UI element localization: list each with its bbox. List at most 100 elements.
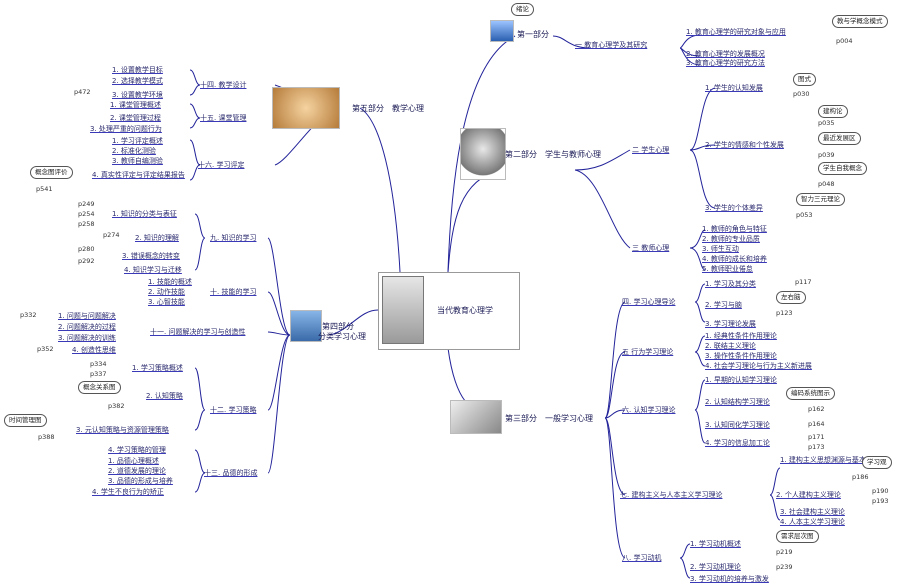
c11-item-1[interactable]: 1. 问题与问题解决 bbox=[58, 312, 116, 320]
ch16-label[interactable]: 十六. 学习评定 bbox=[198, 161, 245, 169]
ch2-label[interactable]: 二 学生心理 bbox=[632, 146, 670, 154]
c6-p2: p164 bbox=[808, 420, 825, 428]
part4-label-2[interactable]: 分类学习心理 bbox=[318, 332, 366, 341]
c5-item-3[interactable]: 3. 操作性条件作用理论 bbox=[705, 352, 777, 360]
c14-item-2[interactable]: 2. 选择教学模式 bbox=[112, 77, 163, 85]
c4-item-1[interactable]: 1. 学习及其分类 bbox=[705, 280, 756, 288]
c12-item-3[interactable]: 3. 元认知策略与资源管理策略 bbox=[76, 426, 169, 434]
c13-item-0[interactable]: 4. 学习策略的管理 bbox=[108, 446, 166, 454]
ch8-label[interactable]: 八. 学习动机 bbox=[622, 554, 662, 562]
p2-b5: 智力三元理论 bbox=[796, 193, 845, 206]
p2-p2a: p035 bbox=[818, 119, 835, 127]
flower-image bbox=[272, 87, 340, 129]
part3-label[interactable]: 第三部分 一般学习心理 bbox=[505, 414, 593, 423]
c10-item-1[interactable]: 1. 技能的概述 bbox=[148, 278, 192, 286]
c5-item-2[interactable]: 2. 联结主义理论 bbox=[705, 342, 756, 350]
ch9-label[interactable]: 九. 知识的学习 bbox=[210, 234, 257, 242]
c4-p1: p117 bbox=[795, 278, 812, 286]
teacher-5[interactable]: 5. 教师职业倦怠 bbox=[702, 265, 753, 273]
c8-item-2[interactable]: 2. 学习动机理论 bbox=[690, 563, 741, 571]
c8-item-1[interactable]: 1. 学习动机概述 bbox=[690, 540, 741, 548]
ch3-label[interactable]: 三 教师心理 bbox=[632, 244, 670, 252]
teacher-3[interactable]: 3. 师生互动 bbox=[702, 245, 739, 253]
p2-sub2[interactable]: 2. 学生的情感和个性发展 bbox=[705, 141, 784, 149]
c9-item-1[interactable]: 1. 知识的分类与表征 bbox=[112, 210, 177, 218]
part1-label[interactable]: 第一部分 bbox=[517, 30, 549, 39]
c6-p1: p162 bbox=[808, 405, 825, 413]
c16-item-4[interactable]: 4. 真实性评定与评定结果报告 bbox=[92, 171, 185, 179]
c12-item-1[interactable]: 1. 学习策略概述 bbox=[132, 364, 183, 372]
part2-label[interactable]: 第二部分 学生与教师心理 bbox=[505, 150, 601, 159]
c9-p5: p280 bbox=[78, 245, 95, 253]
c15-item-3[interactable]: 3. 处理严重的问题行为 bbox=[90, 125, 162, 133]
c14-item-1[interactable]: 1. 设置教学目标 bbox=[112, 66, 163, 74]
c11-item-4[interactable]: 4. 创造性思维 bbox=[72, 346, 116, 354]
c6-item-1[interactable]: 1. 早期的认知学习理论 bbox=[705, 376, 777, 384]
ch4-label[interactable]: 四. 学习心理导论 bbox=[622, 298, 676, 306]
part5-label[interactable]: 第五部分 教学心理 bbox=[352, 104, 424, 113]
c13-item-2[interactable]: 2. 道德发展的理论 bbox=[108, 467, 166, 475]
c13-item-4[interactable]: 4. 学生不良行为的矫正 bbox=[92, 488, 164, 496]
c7-item-2[interactable]: 2. 个人建构主义理论 bbox=[776, 491, 841, 499]
p1-item-3[interactable]: 3. 教育心理学的研究方法 bbox=[686, 59, 765, 67]
ch11-label[interactable]: 十一. 问题解决的学习与创造性 bbox=[150, 328, 246, 336]
c12-bubble-2: 时间管理图 bbox=[4, 414, 47, 427]
c10-item-3[interactable]: 3. 心智技能 bbox=[148, 298, 185, 306]
teacher-4[interactable]: 4. 教师的成长和培养 bbox=[702, 255, 767, 263]
c9-item-2[interactable]: 2. 知识的理解 bbox=[135, 234, 179, 242]
c7-item-3[interactable]: 3. 社会建构主义理论 bbox=[780, 508, 845, 516]
teacher-2[interactable]: 2. 教师的专业品质 bbox=[702, 235, 760, 243]
c13-item-3[interactable]: 3. 品德的形成与培养 bbox=[108, 477, 173, 485]
c7-item-1a[interactable]: 1. 建构主义思想渊源与基本观点 bbox=[780, 456, 880, 464]
ch5-label[interactable]: 五 行为学习理论 bbox=[622, 348, 674, 356]
c6-item-4[interactable]: 4. 学习的信息加工论 bbox=[705, 439, 770, 447]
c5-item-4[interactable]: 4. 社会学习理论与行为主义新进展 bbox=[705, 362, 812, 370]
c14-page: p472 bbox=[74, 88, 91, 96]
c7-p2: p190 bbox=[872, 487, 889, 495]
c16-item-2[interactable]: 2. 标准化测验 bbox=[112, 147, 156, 155]
c15-item-1[interactable]: 1. 课堂管理概述 bbox=[110, 101, 161, 109]
ch14-label[interactable]: 十四. 教学设计 bbox=[200, 81, 247, 89]
p1-item-1[interactable]: 1. 教育心理学的研究对象与应用 bbox=[686, 28, 786, 36]
fence-image bbox=[450, 400, 502, 434]
c4-item-3[interactable]: 3. 学习理论发展 bbox=[705, 320, 756, 328]
c9-item-4[interactable]: 4. 知识学习与迁移 bbox=[124, 266, 182, 274]
c12-item-2[interactable]: 2. 认知策略 bbox=[146, 392, 183, 400]
teacher-1[interactable]: 1. 教师的角色与特征 bbox=[702, 225, 767, 233]
c9-p4: p274 bbox=[103, 231, 120, 239]
p1-item-2[interactable]: 2. 教育心理学的发展概况 bbox=[686, 50, 765, 58]
c15-item-2[interactable]: 2. 课堂管理过程 bbox=[110, 114, 161, 122]
c7-p1: p186 bbox=[852, 473, 869, 481]
c7-item-4[interactable]: 4. 人本主义学习理论 bbox=[780, 518, 845, 526]
c13-item-1[interactable]: 1. 品德心理概述 bbox=[108, 457, 159, 465]
c11-item-3[interactable]: 3. 问题解决的训练 bbox=[58, 334, 116, 342]
c6-item-2[interactable]: 2. 认知结构学习理论 bbox=[705, 398, 770, 406]
c6-bubble: 编码系统图示 bbox=[786, 387, 835, 400]
c11-item-2[interactable]: 2. 问题解决的过程 bbox=[58, 323, 116, 331]
part4-label-1[interactable]: 第四部分 bbox=[322, 322, 354, 331]
ch12-label[interactable]: 十二. 学习策略 bbox=[210, 406, 257, 414]
c5-item-1[interactable]: 1. 经典性条件作用理论 bbox=[705, 332, 777, 340]
ch15-label[interactable]: 十五. 课堂管理 bbox=[200, 114, 247, 122]
ch7-label[interactable]: 七. 建构主义与人本主义学习理论 bbox=[620, 491, 723, 499]
ch1-label[interactable]: 一 教育心理学及其研究 bbox=[575, 41, 648, 49]
ch13-label[interactable]: 十三. 品德的形成 bbox=[204, 469, 258, 477]
c16-item-3[interactable]: 3. 教师自编测验 bbox=[112, 157, 163, 165]
p2-sub3[interactable]: 3. 学生的个体差异 bbox=[705, 204, 763, 212]
center-node[interactable]: 当代教育心理学 bbox=[378, 272, 520, 350]
c12-p4: p388 bbox=[38, 433, 55, 441]
ch6-label[interactable]: 六. 认知学习理论 bbox=[622, 406, 676, 414]
c4-item-2[interactable]: 2. 学习与脑 bbox=[705, 301, 742, 309]
c9-item-3[interactable]: 3. 错误概念的转变 bbox=[122, 252, 180, 260]
c8-item-3[interactable]: 3. 学习动机的培养与激发 bbox=[690, 575, 769, 583]
p1-page: p004 bbox=[836, 37, 853, 45]
c6-item-3[interactable]: 3. 认知同化学习理论 bbox=[705, 421, 770, 429]
c4-bubble: 左右脑 bbox=[776, 291, 806, 304]
p2-p2c: p048 bbox=[818, 180, 835, 188]
ch10-label[interactable]: 十. 技能的学习 bbox=[210, 288, 257, 296]
c14-item-3[interactable]: 3. 设置教学环境 bbox=[112, 91, 163, 99]
c10-item-2[interactable]: 2. 动作技能 bbox=[148, 288, 185, 296]
c16-item-1[interactable]: 1. 学习评定概述 bbox=[112, 137, 163, 145]
p2-sub1[interactable]: 1. 学生的认知发展 bbox=[705, 84, 763, 92]
c9-p3: p258 bbox=[78, 220, 95, 228]
